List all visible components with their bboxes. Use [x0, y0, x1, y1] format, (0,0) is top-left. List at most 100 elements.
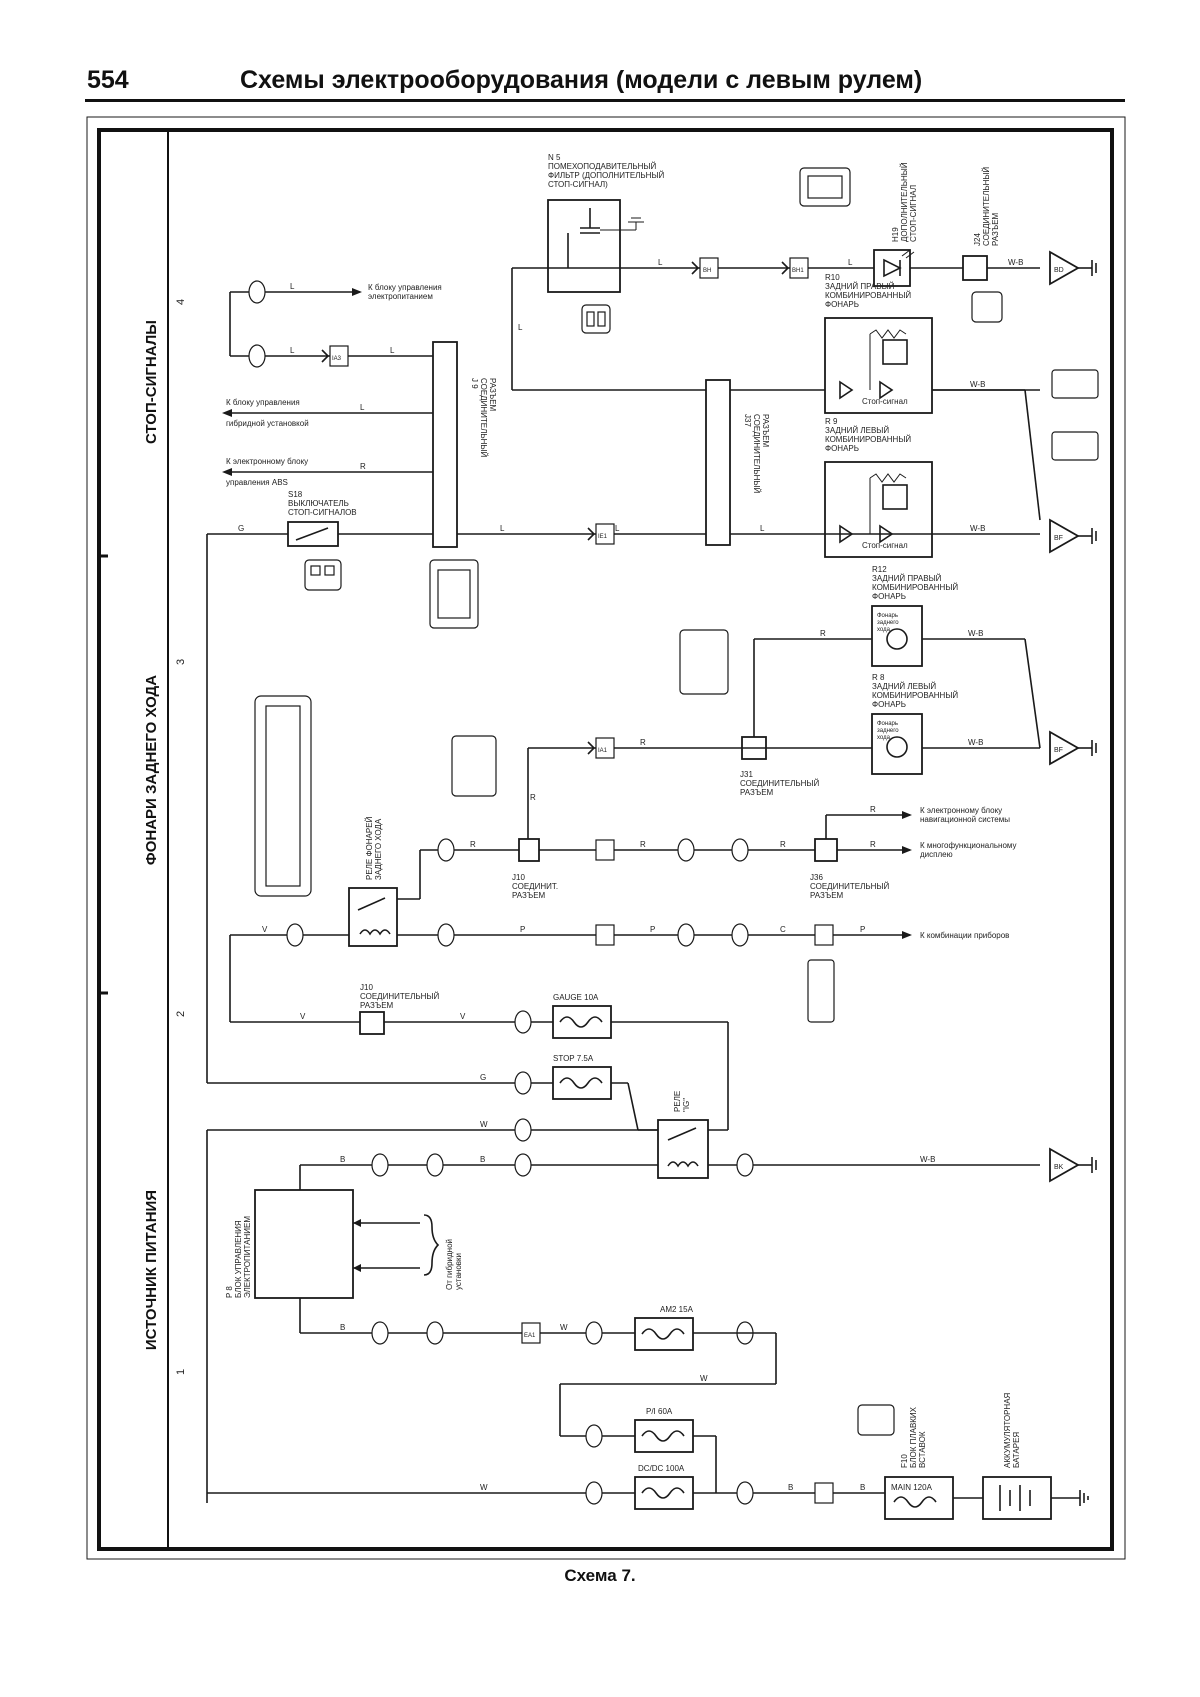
- reverse-connector-icons: [254, 629, 835, 1023]
- svg-text:РАЗЪЕМ: РАЗЪЕМ: [740, 788, 774, 797]
- battery: АККУМУЛЯТОРНАЯ БАТАРЕЯ: [982, 1392, 1052, 1520]
- svg-text:3: 3: [175, 659, 187, 665]
- ground-bf-reverse: BF: [1049, 730, 1097, 766]
- svg-text:СОЕДИНИТЕЛЬНЫЙ: СОЕДИНИТЕЛЬНЫЙ: [360, 992, 439, 1001]
- svg-text:G: G: [238, 524, 244, 533]
- svg-text:КОМБИНИРОВАННЫЙ: КОМБИНИРОВАННЫЙ: [825, 291, 911, 300]
- fuse-pi: P/I 60A: [634, 1407, 694, 1453]
- ground-bk: BK: [1049, 1147, 1097, 1183]
- svg-text:Фонарь: Фонарь: [877, 721, 898, 727]
- svg-text:R 8: R 8: [872, 673, 885, 682]
- svg-text:L: L: [290, 346, 295, 355]
- h19-connector-icon: [799, 167, 851, 207]
- fuse-main: MAIN 120A F10 БЛОК ПЛАВКИХ ВСТАВОК: [884, 1406, 954, 1520]
- svg-text:К блоку управления: К блоку управления: [368, 283, 442, 292]
- section-ticks: [99, 554, 108, 995]
- svg-text:L: L: [658, 258, 663, 267]
- svg-text:ЗАДНЕГО ХОДА: ЗАДНЕГО ХОДА: [374, 818, 383, 880]
- svg-text:V: V: [300, 1012, 306, 1021]
- battery-ground: [1079, 1490, 1089, 1506]
- svg-text:ПОМЕХОПОДАВИТЕЛЬНЫЙ: ПОМЕХОПОДАВИТЕЛЬНЫЙ: [548, 162, 656, 171]
- connector-pi: [585, 1424, 603, 1448]
- svg-text:гибридной установкой: гибридной установкой: [226, 419, 309, 428]
- svg-text:установки: установки: [454, 1253, 463, 1290]
- svg-text:W: W: [560, 1323, 568, 1332]
- r10-rear-combination-lamp: Стоп-сигнал R10 ЗАДНИЙ ПРАВЫЙ КОМБИНИРОВ…: [824, 273, 933, 414]
- svg-text:СОЕДИНИТЕЛЬНЫЙ: СОЕДИНИТЕЛЬНЫЙ: [740, 779, 819, 788]
- ig-line-connectors: [371, 1153, 754, 1177]
- svg-text:N 5: N 5: [548, 153, 561, 162]
- svg-text:P 8: P 8: [225, 1286, 234, 1298]
- svg-text:4: 4: [175, 299, 187, 305]
- section-stop: СТОП-СИГНАЛЫ: [143, 320, 160, 444]
- connector-bh3: BH: [691, 257, 719, 279]
- svg-text:AM2 15A: AM2 15A: [660, 1305, 694, 1314]
- svg-text:дисплею: дисплею: [920, 850, 953, 859]
- svg-text:P: P: [860, 925, 865, 934]
- connector-dcdc: [585, 1481, 603, 1505]
- svg-text:БАТАРЕЯ: БАТАРЕЯ: [1012, 1432, 1021, 1468]
- svg-text:J36: J36: [810, 873, 823, 882]
- svg-text:ФОНАРЬ: ФОНАРЬ: [872, 700, 906, 709]
- svg-text:R: R: [820, 629, 826, 638]
- svg-text:хода: хода: [877, 735, 891, 741]
- svg-text:H19: H19: [891, 227, 900, 242]
- svg-text:РАЗЪЕМ: РАЗЪЕМ: [512, 891, 546, 900]
- svg-text:Фонарь: Фонарь: [877, 613, 898, 619]
- svg-text:К электронному блоку: К электронному блоку: [920, 806, 1002, 815]
- j9-joint-connector: J 9 СОЕДИНИТЕЛЬНЫЙ РАЗЪЕМ: [432, 341, 497, 548]
- svg-text:РАЗЪЕМ: РАЗЪЕМ: [991, 212, 1000, 246]
- svg-text:БЛОК УПРАВЛЕНИЯ: БЛОК УПРАВЛЕНИЯ: [234, 1220, 243, 1298]
- page-title: Схемы электрооборудования (модели с левы…: [240, 66, 923, 94]
- svg-text:ФИЛЬТР (ДОПОЛНИТЕЛЬНЫЙ: ФИЛЬТР (ДОПОЛНИТЕЛЬНЫЙ: [548, 171, 665, 180]
- lamp-connector-icons: [1051, 369, 1099, 461]
- s18-connector-icon: [304, 559, 342, 591]
- svg-text:P: P: [520, 925, 525, 934]
- svg-text:W-B: W-B: [968, 629, 983, 638]
- r8-rear-combination-lamp: Фонарь заднего хода R 8 ЗАДНИЙ ЛЕВЫЙ КОМ…: [871, 673, 958, 775]
- svg-text:хода: хода: [877, 627, 891, 633]
- f10-connector-icon: [857, 1404, 895, 1436]
- svg-text:L: L: [848, 258, 853, 267]
- j9-connector-icon: [429, 559, 479, 629]
- svg-text:L: L: [290, 282, 295, 291]
- svg-text:BH1: BH1: [792, 268, 804, 274]
- svg-text:заднего: заднего: [877, 620, 899, 626]
- svg-text:L: L: [760, 524, 765, 533]
- svg-text:R: R: [360, 462, 366, 471]
- svg-text:R: R: [780, 840, 786, 849]
- svg-text:W-B: W-B: [968, 738, 983, 747]
- svg-text:Стоп-сигнал: Стоп-сигнал: [862, 541, 908, 550]
- svg-text:заднего: заднего: [877, 728, 899, 734]
- svg-text:J10: J10: [360, 983, 373, 992]
- j10-joint-connector: J10 СОЕДИНИТЕЛЬНЫЙ РАЗЪЕМ: [359, 983, 439, 1035]
- fuse-stop: STOP 7.5A: [514, 1054, 612, 1100]
- svg-text:ФОНАРЬ: ФОНАРЬ: [825, 300, 859, 309]
- svg-text:W: W: [700, 1374, 708, 1383]
- svg-text:C: C: [780, 925, 786, 934]
- svg-text:BF: BF: [1054, 747, 1063, 754]
- meter-line-connectors: [286, 923, 834, 947]
- svg-text:R: R: [530, 793, 536, 802]
- svg-text:РАЗЪЕМ: РАЗЪЕМ: [488, 378, 497, 412]
- svg-text:ФОНАРЬ: ФОНАРЬ: [872, 592, 906, 601]
- svg-text:W-B: W-B: [1008, 258, 1023, 267]
- svg-text:B: B: [340, 1155, 345, 1164]
- svg-text:РЕЛЕ: РЕЛЕ: [673, 1091, 682, 1112]
- svg-text:ВСТАВОК: ВСТАВОК: [918, 1431, 927, 1468]
- svg-text:РАЗЪЕМ: РАЗЪЕМ: [761, 414, 770, 448]
- svg-text:К многофункциональному: К многофункциональному: [920, 841, 1017, 850]
- fuse-am2: AM2 15A: [634, 1305, 694, 1351]
- r9-rear-combination-lamp: Стоп-сигнал R 9 ЗАДНИЙ ЛЕВЫЙ КОМБИНИРОВА…: [824, 417, 933, 558]
- svg-text:EA1: EA1: [524, 1333, 536, 1339]
- svg-text:S18: S18: [288, 490, 303, 499]
- svg-text:R: R: [640, 840, 646, 849]
- svg-text:ЭЛЕКТРОПИТАНИЕМ: ЭЛЕКТРОПИТАНИЕМ: [243, 1216, 252, 1298]
- svg-text:V: V: [460, 1012, 466, 1021]
- svg-text:ФОНАРЬ: ФОНАРЬ: [825, 444, 859, 453]
- svg-text:управления ABS: управления ABS: [226, 478, 288, 487]
- header-rule: [85, 99, 1125, 102]
- svg-text:R 9: R 9: [825, 417, 838, 426]
- svg-text:ДОПОЛНИТЕЛЬНЫЙ: ДОПОЛНИТЕЛЬНЫЙ: [900, 162, 909, 242]
